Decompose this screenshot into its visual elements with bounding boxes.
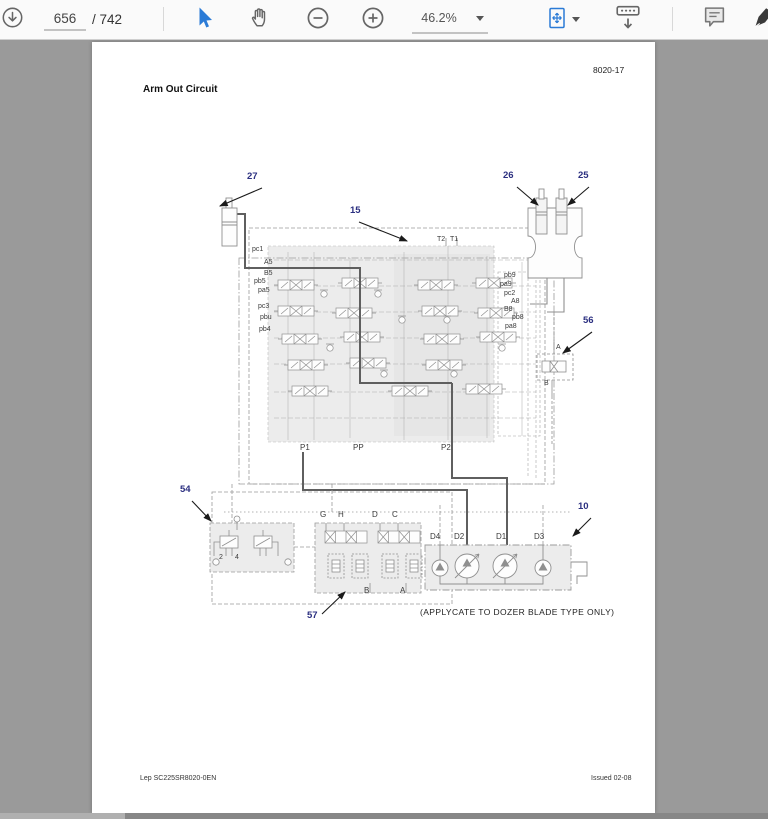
- port-label-pa8: pa8: [505, 323, 517, 330]
- selection-arrow-icon: [192, 6, 216, 33]
- fill-sign-button[interactable]: [752, 4, 768, 34]
- pump-block-10: [424, 544, 588, 591]
- callout-26: 26: [503, 170, 514, 181]
- port-label-pb9: pb9: [504, 272, 516, 279]
- port-label-a8: A8: [511, 298, 520, 305]
- scroll-mode-icon: [614, 5, 642, 34]
- port-label-pb4: pb4: [259, 326, 271, 333]
- port-label-pc1: pc1: [252, 246, 264, 253]
- zoom-out-icon: [306, 6, 330, 33]
- port-label-a-56: A: [556, 344, 561, 351]
- callout-54: 54: [180, 484, 191, 495]
- port-label-t1: T1: [450, 236, 459, 243]
- zoom-level-control: [412, 4, 488, 34]
- port-label-pbu: pbu: [260, 314, 272, 321]
- port-label-p1: P1: [300, 443, 310, 452]
- pilot-valve-block-54: [209, 515, 295, 573]
- toolbar-separator: [672, 7, 673, 31]
- pdf-page: 8020-17 Arm Out Circuit: [92, 42, 655, 813]
- port-label-g: G: [320, 510, 327, 519]
- port-label-b-56: B: [544, 380, 549, 387]
- pump-label-d4: D4: [430, 532, 441, 541]
- fit-page-caret-icon: [571, 16, 580, 22]
- hand-tool-button[interactable]: [243, 4, 275, 34]
- pump-label-d2: D2: [454, 532, 465, 541]
- port-label-pb8: pb8: [512, 314, 524, 321]
- pump-label-d1: D1: [496, 532, 507, 541]
- pdf-toolbar: / 742: [0, 0, 768, 40]
- page-number-input[interactable]: [44, 7, 86, 31]
- port-label-p2: P2: [441, 443, 451, 452]
- page-title: Arm Out Circuit: [143, 84, 218, 95]
- download-circle-icon: [1, 6, 24, 32]
- callout-57: 57: [307, 610, 318, 621]
- callout-15: 15: [350, 205, 361, 216]
- port-label-c: C: [392, 510, 398, 519]
- callout-25: 25: [578, 170, 589, 181]
- page-navigation: / 742: [44, 4, 122, 34]
- zoom-dropdown-caret-icon[interactable]: [476, 15, 484, 21]
- port-label-pc3: pc3: [258, 303, 270, 310]
- port-label-b5: B5: [264, 270, 273, 277]
- zoom-out-button[interactable]: [303, 4, 333, 34]
- horizontal-scrollbar-track[interactable]: [0, 813, 768, 819]
- comment-button[interactable]: [697, 4, 731, 34]
- horizontal-scrollbar-thumb[interactable]: [125, 813, 768, 819]
- footer-document-code: Lep SC225SR8020-0EN: [140, 775, 217, 782]
- port-label-pp: PP: [353, 443, 364, 452]
- main-valve-block: [238, 227, 555, 485]
- port-label-pa5: pa5: [258, 287, 270, 294]
- callout-10: 10: [578, 501, 589, 512]
- fill-sign-pen-icon: [752, 5, 768, 34]
- callout-27: 27: [247, 171, 258, 182]
- port-label-a-57: A: [400, 586, 406, 595]
- fit-page-button[interactable]: [541, 4, 583, 34]
- pump-label-d3: D3: [534, 532, 545, 541]
- circuit-schematic: [191, 186, 593, 615]
- port-label-b-57: B: [364, 586, 370, 595]
- footer-issue-date: Issued 02-08: [591, 775, 632, 782]
- port-label-h: H: [338, 510, 344, 519]
- solenoid-valve-block-57: [314, 522, 423, 594]
- zoom-in-button[interactable]: [358, 4, 388, 34]
- callout-56: 56: [583, 315, 594, 326]
- callout-arrows: [191, 186, 593, 615]
- port-label-d: D: [372, 510, 378, 519]
- cylinder-27-symbol: [221, 197, 238, 247]
- port-label-b8: B8: [504, 306, 513, 313]
- port-label-4-54: 4: [235, 554, 239, 561]
- fit-page-icon: [545, 6, 569, 33]
- port-label-pc2: pc2: [504, 290, 516, 297]
- port-label-pb5: pb5: [254, 278, 266, 285]
- selection-tool-button[interactable]: [189, 4, 219, 34]
- port-label-pa9: pa9: [500, 281, 512, 288]
- download-button[interactable]: [0, 4, 26, 34]
- scroll-mode-button[interactable]: [610, 4, 646, 34]
- dozer-blade-note: (APPLYCATE TO DOZER BLADE TYPE ONLY): [420, 607, 615, 617]
- zoom-level-input[interactable]: [416, 11, 462, 25]
- check-valve-56-symbol: [536, 340, 574, 444]
- toolbar-separator: [163, 7, 164, 31]
- highlighted-circuit-lines: [237, 213, 508, 547]
- comment-bubble-icon: [702, 5, 727, 33]
- zoom-in-icon: [361, 6, 385, 33]
- port-label-2-54: 2: [219, 554, 223, 561]
- port-label-t2: T2: [437, 236, 446, 243]
- hand-pan-icon: [247, 5, 272, 33]
- page-reference: 8020-17: [593, 65, 625, 75]
- page-total-label: / 742: [92, 11, 123, 27]
- port-label-a5: A5: [264, 259, 273, 266]
- arm-cylinders-symbol: [527, 188, 583, 354]
- document-viewer[interactable]: 8020-17 Arm Out Circuit: [0, 41, 768, 819]
